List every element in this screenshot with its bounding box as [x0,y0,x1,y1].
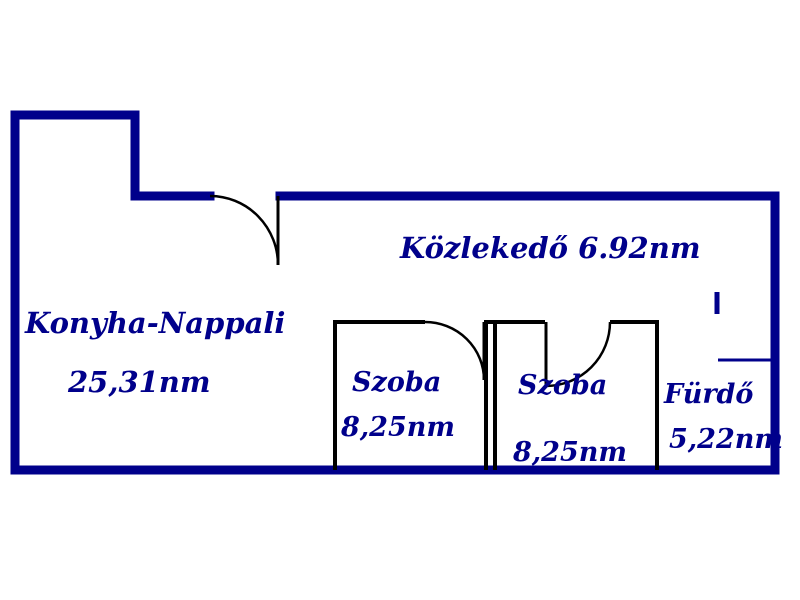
szoba1-door-arc [424,320,486,381]
label-szoba2-area: 8,25nm [513,437,627,468]
label-kozlekedo: Közlekedő 6.92nm [400,231,701,265]
entrance-door-arc [209,194,280,266]
label-szoba2-name: Szoba [518,370,608,401]
label-furdo-area: 5,22nm [669,424,783,455]
szoba2-door-arc [545,321,612,388]
outer-wall [10,110,780,475]
label-konyha-nappali-name: Konyha-Nappali [25,306,286,340]
label-szoba1-area: 8,25nm [341,412,455,443]
label-furdo-name: Fürdő [664,379,754,410]
label-szoba1-name: Szoba [352,367,442,398]
label-konyha-nappali-area: 25,31nm [68,365,211,399]
